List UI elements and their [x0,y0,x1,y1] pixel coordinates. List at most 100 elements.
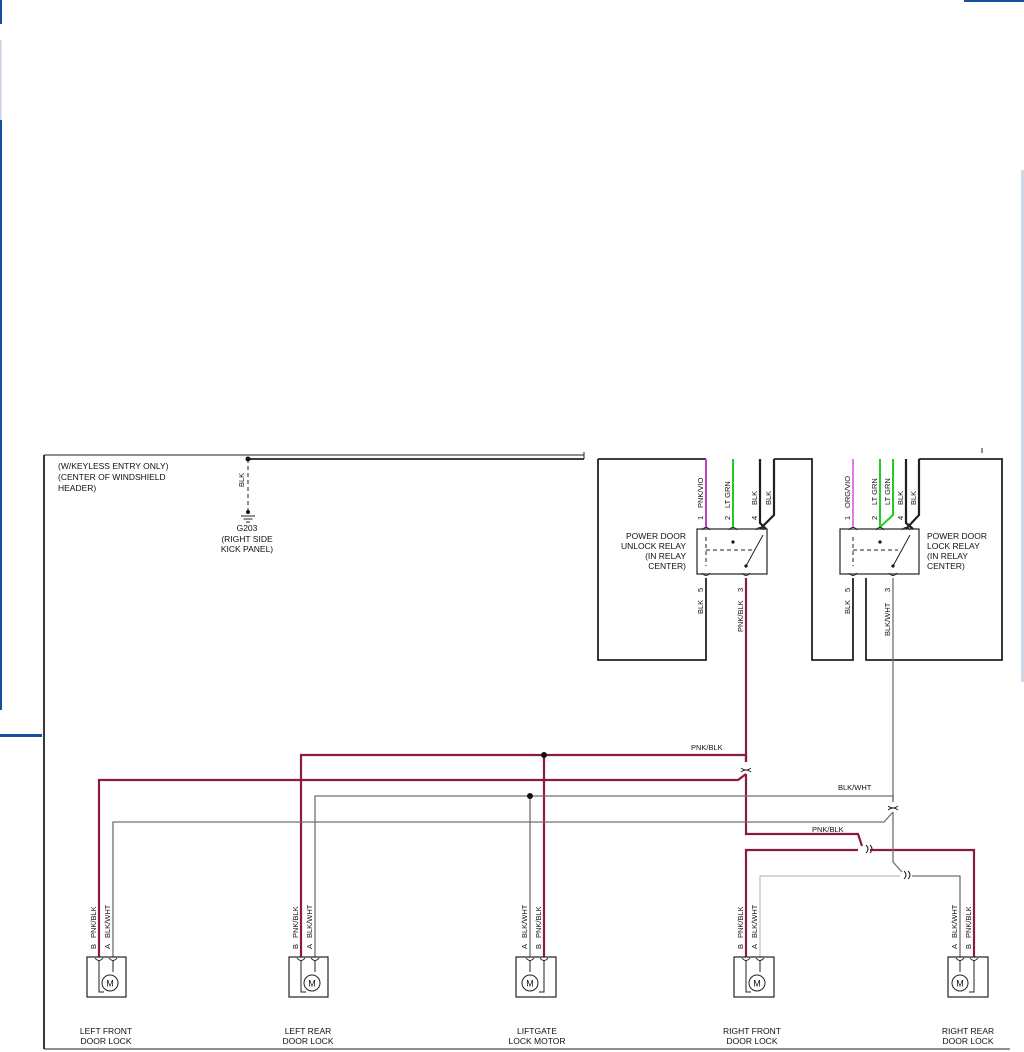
ground-wire-label: BLK [237,473,246,487]
unlock-pin-2: 2 [723,516,732,520]
lock-pin-2: 2 [870,516,879,520]
motor-icon [521,974,539,992]
relay-center-frame-right [865,458,1003,661]
motor-left-rear-label-1: LEFT REAR [285,1026,332,1036]
motor-right-rear-pin-b: B [964,944,973,949]
lock-pin-4-wire: BLK [896,491,905,505]
motor-liftgate-connectors [525,957,549,961]
motor-left-front-connectors [94,957,118,961]
blk-wht-right-connector [903,870,911,880]
wire-right-pnk-blk [744,774,864,847]
motor-right-rear-label-2: DOOR LOCK [942,1036,993,1046]
lock-relay-label-4: CENTER) [927,561,965,571]
unlock-pin-4-wire: BLK [750,491,759,505]
unlock-pin-3: 3 [736,588,745,592]
lock-wire-blk-label: BLK [909,491,918,505]
lock-wire-lt-grn-2 [879,459,894,528]
motor-left-rear: M [288,956,329,998]
motor-left-front-leads [98,960,114,993]
lock-relay-switch-arm [892,534,911,567]
motor-left-rear-pin-b: B [291,944,300,949]
lock-relay [839,528,920,575]
relay-center-frame-mid [774,458,854,661]
motor-right-front-wire-pnk-blk: PNK/BLK [736,906,745,938]
lock-relay-contact-no [878,540,882,544]
lock-pin-3: 3 [883,588,892,592]
unlock-pin-1-wire: PNK/VIO [696,477,705,508]
ground-name: G203 [237,523,258,533]
motor-symbol: M [753,979,761,989]
unlock-pin-5-wire: BLK [696,600,705,614]
motor-right-rear-pin-a: A [950,944,959,949]
unlock-wire-blk-label: BLK [764,491,773,505]
lock-pin-5: 5 [843,588,852,592]
motor-symbol: M [956,979,964,989]
lock-wire-lt-grn-2-label: LT GRN [883,478,892,505]
lock-relay-label-1: POWER DOOR [927,531,987,541]
wire-right-front-blk-wht [759,875,900,957]
ground-location-2: KICK PANEL) [221,544,273,554]
motor-liftgate-label-1: LIFTGATE [517,1026,557,1036]
lock-relay-box [839,528,920,575]
wire-left-front-blk-wht [112,811,894,957]
unlock-pin-2-wire: LT GRN [723,481,732,508]
splice-pnk-blk [541,752,547,758]
window-edge-left [0,40,2,120]
splice-blk-wht [527,793,533,799]
motor-left-front-label-1: LEFT FRONT [80,1026,132,1036]
lock-pin-3-wire: BLK/WHT [883,602,892,636]
motor-right-front-pin-a: A [750,944,759,949]
motor-left-front-wire-blk-wht: BLK/WHT [103,904,112,938]
motor-left-rear-connectors [296,957,320,961]
motor-symbol: M [308,979,316,989]
scrollbar-track[interactable] [1021,170,1024,682]
motor-right-front-label-2: DOOR LOCK [726,1036,777,1046]
motor-right-rear-wire-blk-wht: BLK/WHT [950,904,959,938]
wire-left-rear-blk-wht [314,795,894,957]
lock-pin-1: 1 [843,516,852,520]
relay-center-frame-left [597,459,707,661]
motor-left-rear-wire-blk-wht: BLK/WHT [305,904,314,938]
lock-top-connectors [848,527,911,576]
motor-left-front-wire-pnk-blk: PNK/BLK [89,906,98,938]
lock-pin-2-wire: LT GRN [870,478,879,505]
pnk-blk-connector-2 [740,769,752,773]
motor-symbol: M [526,979,534,989]
harness-label-pnk-blk: PNK/BLK [691,743,723,752]
motor-liftgate-pin-b: B [534,944,543,949]
module-label-line-1: (W/KEYLESS ENTRY ONLY) [58,461,169,471]
lock-wire-blk [905,459,921,530]
motor-right-front-wire-blk-wht: BLK/WHT [750,904,759,938]
window-edge-top [0,0,2,24]
motor-right-front-leads [745,960,761,993]
unlock-relay-contact-no [731,540,735,544]
wire-left-front-pnk-blk [97,773,747,957]
unlock-top-connectors [701,527,765,576]
lock-wire-blk-4 [904,459,914,530]
ground-location-1: (RIGHT SIDE [221,534,273,544]
wire-right-front-pnk-blk [744,848,858,957]
unlock-pin-1: 1 [696,516,705,520]
motor-right-rear-leads [959,960,975,993]
motor-left-front-pin-a: A [103,944,112,949]
wire-right-rear-blk-wht [912,875,961,957]
motor-icon [951,974,969,992]
motor-liftgate-pin-a: A [520,944,529,949]
motor-left-rear-label-2: DOOR LOCK [282,1036,333,1046]
motor-right-rear: M [947,956,989,998]
unlock-pin-4: 4 [750,516,759,520]
unlock-relay-label-1: POWER DOOR [626,531,686,541]
module-label-line-3: HEADER) [58,483,96,493]
ground-icon [241,510,255,523]
unlock-pin-5: 5 [696,588,705,592]
harness-label-blk-wht: BLK/WHT [838,783,872,792]
motor-liftgate-label-2: LOCK MOTOR [509,1036,566,1046]
window-edge-top-right [964,0,1024,2]
lock-relay-label-2: LOCK RELAY [927,541,980,551]
unlock-relay-label-3: (IN RELAY [645,551,686,561]
motor-liftgate-wire-blk-wht: BLK/WHT [520,904,529,938]
motor-left-front-label-2: DOOR LOCK [80,1036,131,1046]
motor-left-rear-leads [300,960,316,993]
window-edge-left-blue [0,120,2,710]
unlock-relay [696,528,768,575]
